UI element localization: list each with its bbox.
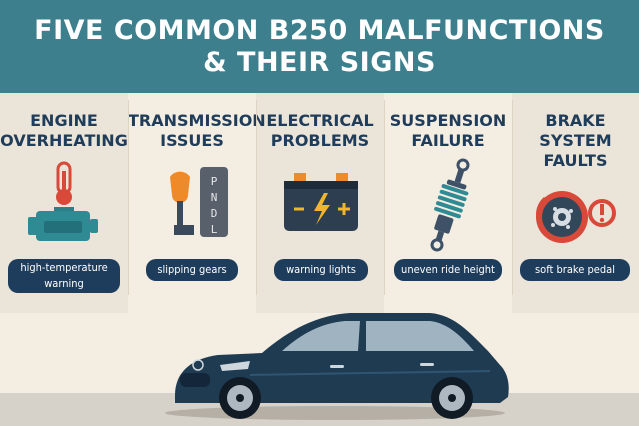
column-title: ENGINE OVERHEATING bbox=[0, 111, 128, 151]
column-divider bbox=[384, 100, 385, 295]
sign-pill: warning lights bbox=[274, 259, 368, 281]
brake-disc-icon bbox=[535, 191, 616, 243]
title-line: TRANSMISSION bbox=[128, 111, 266, 130]
gear-shifter-icon: P N D L bbox=[170, 167, 228, 237]
column-title: SUSPENSION FAILURE bbox=[384, 111, 512, 151]
header-banner: FIVE COMMON B250 MALFUNCTIONS & THEIR SI… bbox=[0, 0, 639, 93]
column-transmission-issues: TRANSMISSION ISSUES P N D L slipping gea… bbox=[128, 93, 266, 313]
sign-line: warning lights bbox=[286, 263, 356, 276]
column-brake-system-faults: BRAKE SYSTEM FAULTS soft brake pedal bbox=[512, 93, 639, 313]
battery-icon bbox=[284, 173, 358, 231]
column-title: ELECTRICAL PROBLEMS bbox=[256, 111, 384, 151]
column-engine-overheating: ENGINE OVERHEATING high-temperature warn… bbox=[0, 93, 128, 313]
title-line: BRAKE bbox=[545, 111, 606, 130]
sign-line: slipping gears bbox=[157, 263, 227, 276]
sign-line: uneven ride height bbox=[401, 263, 495, 276]
title-line: ISSUES bbox=[160, 131, 224, 150]
sign-pill: slipping gears bbox=[146, 259, 238, 281]
sign-pill: uneven ride height bbox=[394, 259, 502, 281]
banner-title-line-1: FIVE COMMON B250 MALFUNCTIONS bbox=[34, 14, 605, 46]
svg-text:P: P bbox=[211, 175, 218, 188]
title-line: SYSTEM bbox=[539, 131, 612, 150]
title-line: PROBLEMS bbox=[270, 131, 370, 150]
title-line: FAILURE bbox=[411, 131, 485, 150]
sign-line: warning bbox=[44, 277, 84, 290]
column-divider bbox=[256, 100, 257, 295]
svg-text:L: L bbox=[211, 223, 218, 236]
svg-text:D: D bbox=[211, 207, 218, 220]
column-electrical-problems: ELECTRICAL PROBLEMS warning lights bbox=[256, 93, 384, 313]
column-divider bbox=[128, 100, 129, 295]
sign-line: high-temperature bbox=[20, 261, 108, 274]
column-suspension-failure: SUSPENSION FAILURE uneven ride height bbox=[384, 93, 512, 313]
engine-thermometer-icon bbox=[28, 161, 98, 241]
column-title: TRANSMISSION ISSUES bbox=[128, 111, 266, 151]
title-line: SUSPENSION bbox=[389, 111, 507, 130]
sign-line: soft brake pedal bbox=[535, 263, 615, 276]
sign-pill: soft brake pedal bbox=[520, 259, 630, 281]
banner-title-line-2: & THEIR SIGNS bbox=[203, 46, 436, 78]
sign-pill: high-temperature warning bbox=[8, 259, 120, 293]
title-line: FAULTS bbox=[543, 151, 608, 170]
title-line: ENGINE bbox=[30, 111, 98, 130]
svg-text:N: N bbox=[211, 191, 218, 204]
title-line: OVERHEATING bbox=[0, 131, 128, 150]
column-divider bbox=[512, 100, 513, 295]
car-illustration bbox=[165, 313, 509, 420]
title-line: ELECTRICAL bbox=[266, 111, 374, 130]
column-title: BRAKE SYSTEM FAULTS bbox=[512, 111, 639, 171]
shock-absorber-icon bbox=[430, 158, 470, 252]
